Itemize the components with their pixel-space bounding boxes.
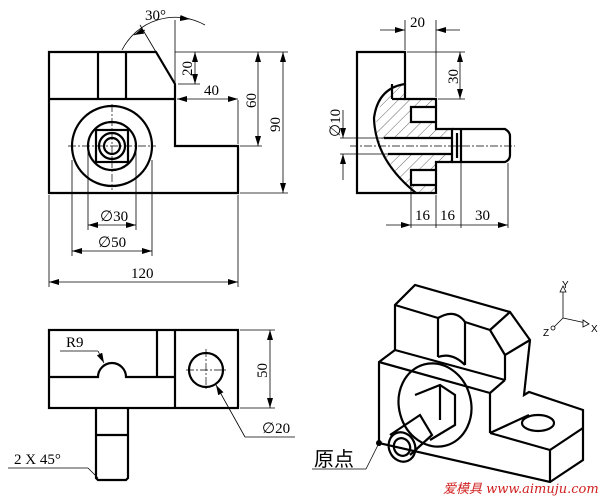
front-60-label: 60 xyxy=(244,93,260,108)
axis-x-label: X xyxy=(591,324,598,335)
side-20-label: 20 xyxy=(410,15,425,31)
top-chamfer-label: 2 X 45° xyxy=(14,452,61,468)
front-20-label: 20 xyxy=(180,61,196,76)
side-30-label: 30 xyxy=(446,69,462,84)
side-16a-label: 16 xyxy=(415,208,431,224)
origin-label: 原点 xyxy=(314,447,354,471)
top-dia20-label: ∅20 xyxy=(262,421,290,437)
front-angle-label: 30° xyxy=(145,8,166,24)
top-view: R9 50 ∅20 2 X 45° xyxy=(8,328,295,482)
front-40-label: 40 xyxy=(204,83,219,99)
side-view: 20 30 ∅10 16 16 30 xyxy=(328,15,515,228)
side-30b-label: 30 xyxy=(475,208,490,224)
side-16b-label: 16 xyxy=(440,208,456,224)
axis-z-label: Z xyxy=(543,328,549,339)
top-r9-label: R9 xyxy=(66,335,84,351)
watermark: 爱模具 www.aimuju.com xyxy=(443,482,599,497)
front-view: ∅30 ∅50 120 20 40 60 90 30° xyxy=(47,8,288,287)
isometric-view: 原点 xyxy=(312,283,585,484)
side-dia10-label: ∅10 xyxy=(328,109,344,137)
top-50-label: 50 xyxy=(255,363,271,378)
axis-triad-icon: Y X Z xyxy=(543,280,598,339)
front-90-label: 90 xyxy=(268,117,284,132)
front-dia30-label: ∅30 xyxy=(100,209,128,225)
front-dia50-label: ∅50 xyxy=(98,235,126,251)
axis-y-label: Y xyxy=(562,280,569,291)
front-120-label: 120 xyxy=(131,266,154,282)
